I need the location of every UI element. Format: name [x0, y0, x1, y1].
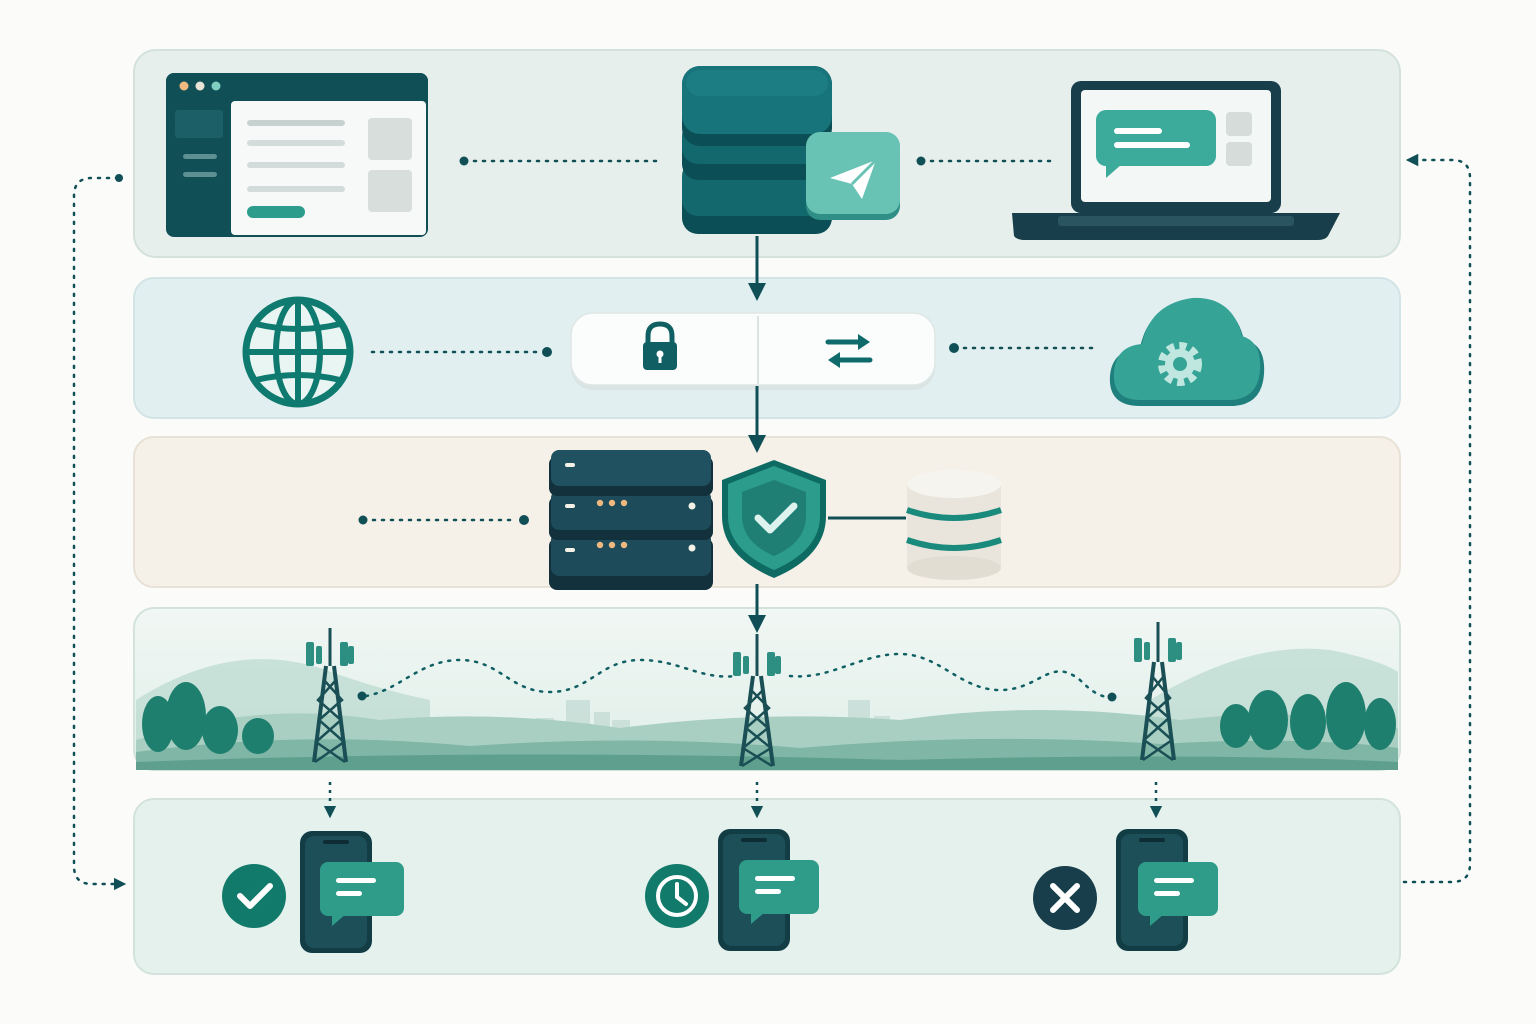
- connector-dot: [459, 156, 469, 166]
- signal-wave-2: [788, 652, 1114, 699]
- phone-chat-icon: [300, 831, 404, 953]
- transfer-arrows-icon: [825, 334, 873, 368]
- phone-chat-icon: [1116, 829, 1218, 951]
- signal-dot: [357, 691, 367, 701]
- server-rack-icon: [549, 450, 713, 590]
- cell-tower-icon: [306, 628, 354, 764]
- cell-tower-icon: [733, 634, 781, 768]
- signal-wave-1: [364, 658, 738, 698]
- connector-dot: [519, 515, 529, 525]
- gateway-pill: [570, 312, 936, 390]
- laptop-chat-icon: [1012, 81, 1340, 240]
- connector-dot: [542, 347, 552, 357]
- connector-dot: [358, 515, 368, 525]
- x-circle-icon: [1033, 866, 1097, 930]
- check-circle-icon: [222, 864, 286, 928]
- connector-dot: [916, 156, 926, 166]
- message-queue-stack-icon: [682, 66, 832, 234]
- shield-check-icon: [722, 460, 826, 578]
- left-loop-dot: [115, 174, 123, 182]
- right-feedback-loop: [1402, 153, 1472, 884]
- network-landscape: [136, 648, 1398, 770]
- phone-chat-icon: [718, 829, 819, 951]
- cloud-gear-icon: [1109, 297, 1265, 406]
- send-plane-icon: [806, 132, 900, 220]
- cell-tower-icon: [1134, 622, 1182, 762]
- lock-icon: [643, 321, 677, 370]
- web-dashboard-icon: [166, 73, 428, 237]
- left-feedback-loop: [72, 176, 127, 891]
- globe-icon: [242, 296, 354, 408]
- signal-dot: [1107, 692, 1117, 702]
- database-icon: [906, 470, 1002, 580]
- clock-circle-icon: [645, 864, 709, 928]
- connector-dot: [949, 343, 959, 353]
